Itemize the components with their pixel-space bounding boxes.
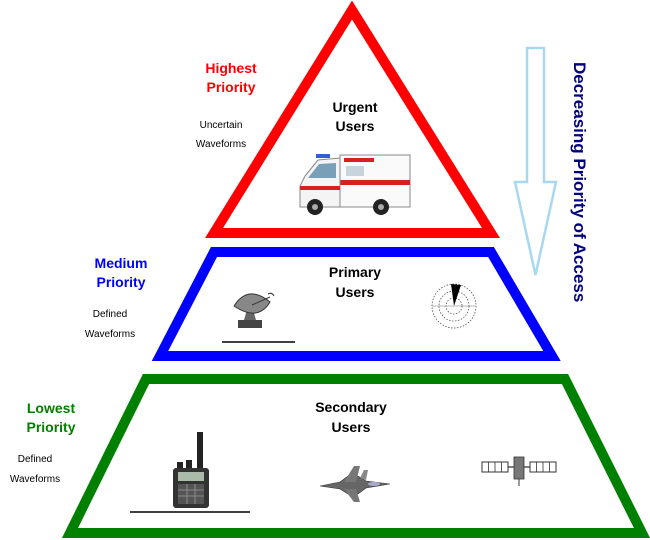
satellite-dish-icon (222, 292, 295, 343)
middle-priority-label-1: Medium (95, 255, 148, 271)
top-priority-label-2: Priority (206, 79, 255, 95)
top-waveform-label-2: Waveforms (196, 139, 246, 150)
bottom-users-label-1: Secondary (315, 399, 387, 415)
middle-tier-trapezoid (151, 247, 561, 361)
fighter-jet-icon (319, 466, 391, 502)
bottom-waveform-label-2: Waveforms (10, 474, 60, 485)
top-waveform-label-1: Uncertain (200, 120, 243, 131)
bottom-priority-label-1: Lowest (27, 400, 76, 416)
middle-users-label-2: Users (336, 284, 375, 300)
bottom-priority-label-2: Priority (26, 419, 75, 435)
middle-users-label-1: Primary (329, 264, 381, 280)
decreasing-priority-arrow (513, 46, 558, 276)
satellite-icon (481, 456, 557, 486)
top-users-label-2: Users (336, 118, 375, 134)
decreasing-priority-label: Decreasing Priority of Access (570, 62, 589, 302)
radio-handset-icon (130, 432, 250, 513)
middle-waveform-label-1: Defined (93, 309, 127, 320)
top-priority-label-1: Highest (205, 60, 257, 76)
top-tier-triangle (205, 0, 501, 238)
middle-priority-label-2: Priority (96, 274, 145, 290)
bottom-waveform-label-1: Defined (18, 454, 52, 465)
radar-icon (431, 283, 477, 329)
bottom-users-label-2: Users (332, 419, 371, 435)
top-users-label-1: Urgent (332, 99, 377, 115)
middle-waveform-label-2: Waveforms (85, 329, 135, 340)
bottom-tier-trapezoid (61, 374, 650, 538)
ambulance-icon (299, 154, 411, 215)
